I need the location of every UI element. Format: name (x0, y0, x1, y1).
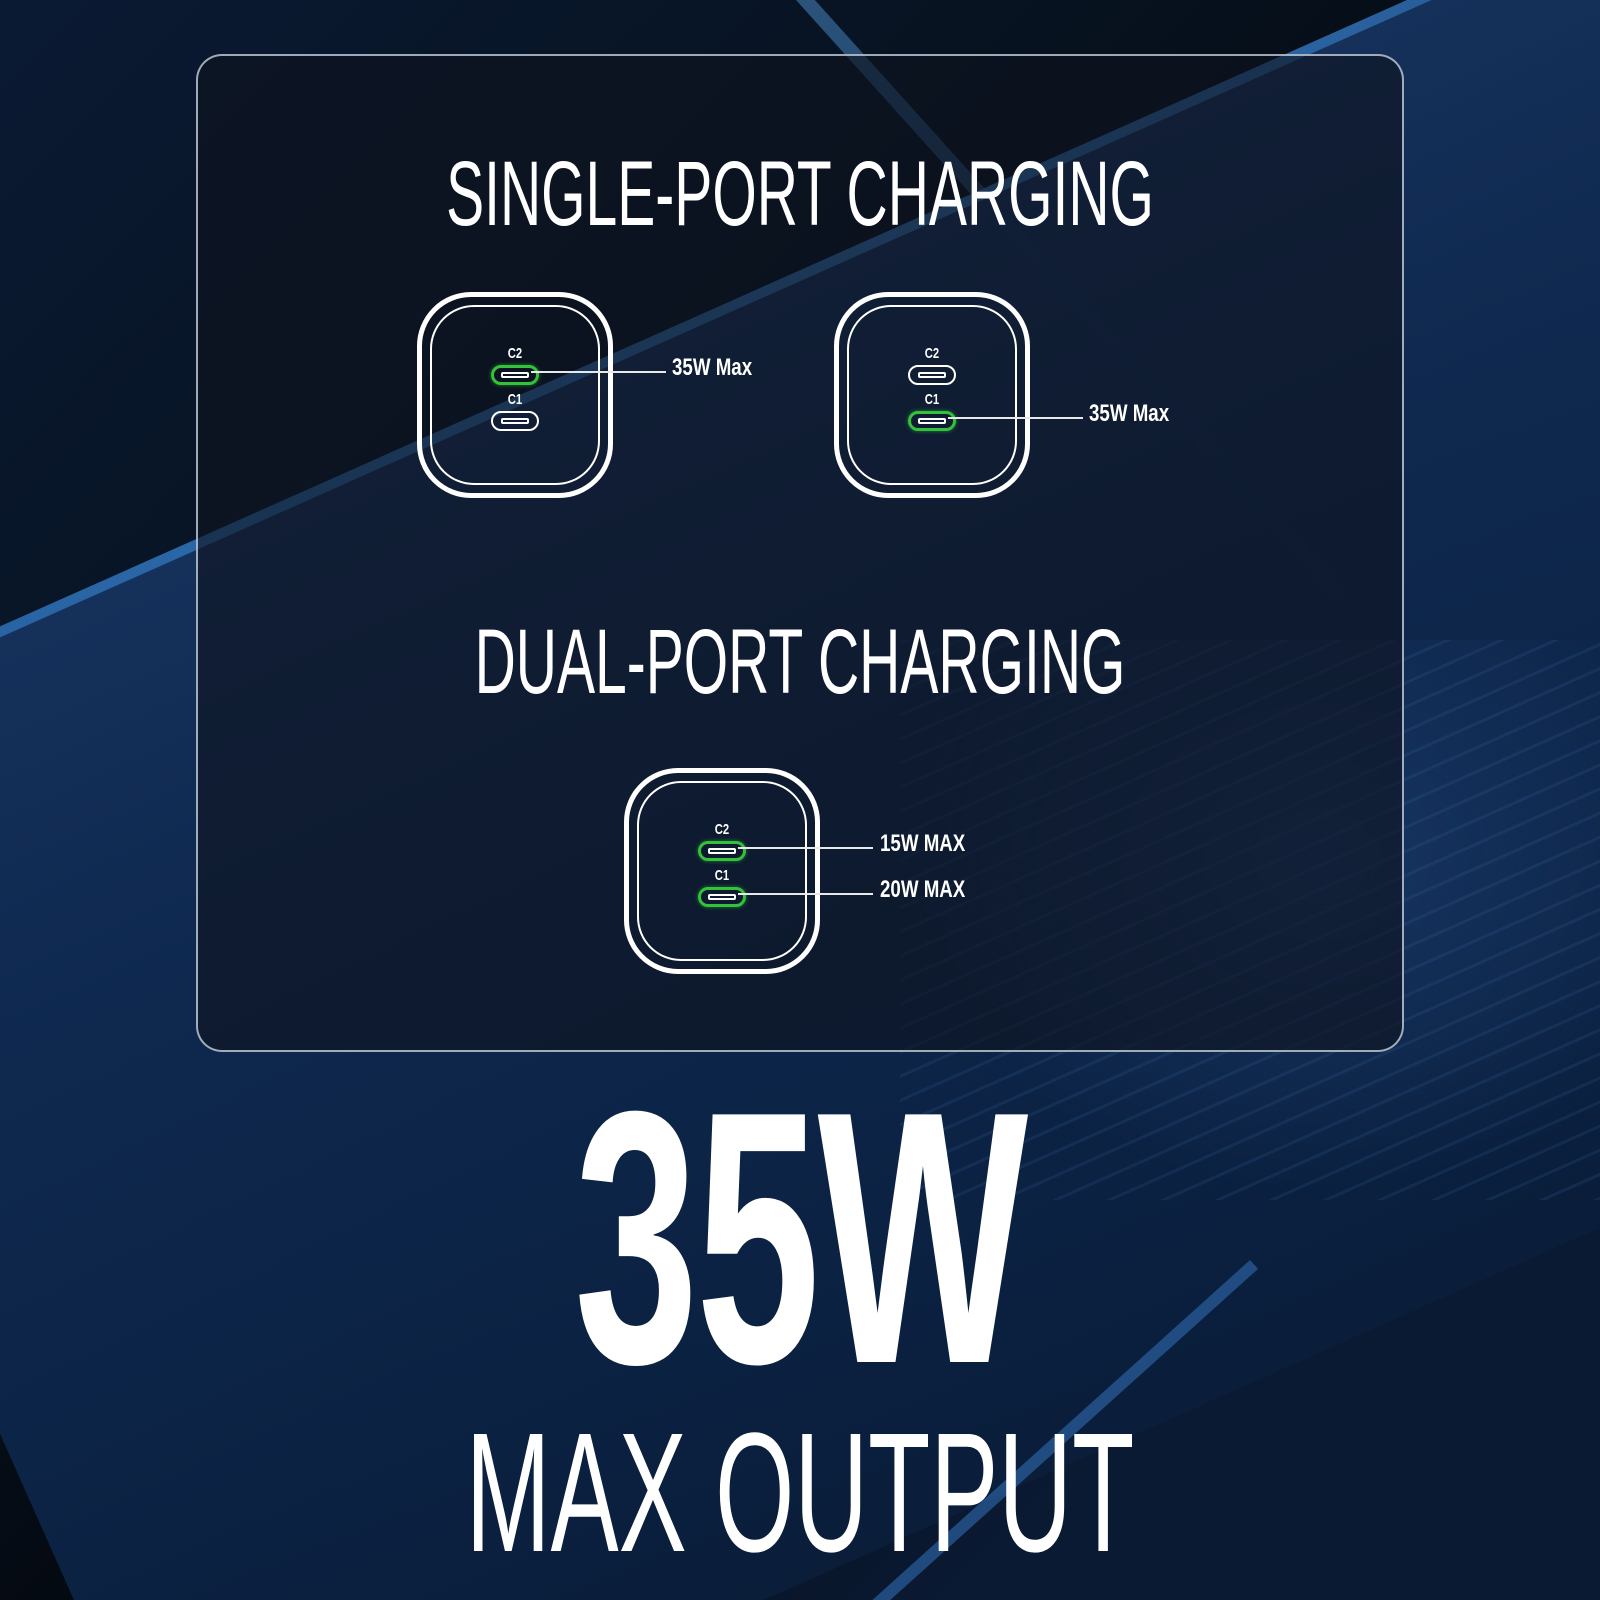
port-label-c1: C1 (924, 391, 940, 408)
leader-line (738, 847, 873, 849)
single-port-heading: SINGLE-PORT CHARGING (446, 143, 1154, 245)
leader-line (531, 371, 666, 373)
usb-c-port-c2-icon (908, 365, 956, 385)
dual-port-heading: DUAL-PORT CHARGING (474, 611, 1126, 713)
port-label-c2: C2 (507, 345, 523, 362)
leader-line (948, 417, 1083, 419)
charger-inner-outline (637, 781, 807, 961)
usb-c-port-c1-icon (491, 411, 539, 431)
usb-c-port-c1-active-icon (908, 411, 956, 431)
headline-subtitle: MAX OUTPUT (465, 1398, 1135, 1588)
output-label-dual-c1: 20W MAX (880, 876, 966, 903)
output-label-dual-c2: 15W MAX (880, 830, 966, 857)
usb-c-port-c1-active-icon (698, 887, 746, 907)
output-label-single-c1: 35W Max (1089, 400, 1170, 427)
port-label-c1: C1 (714, 867, 730, 884)
charger-icon-single-c2: C2 C1 (417, 292, 613, 498)
usb-c-port-c2-active-icon (698, 841, 746, 861)
charger-icon-dual: C2 C1 (624, 768, 820, 974)
output-label-single-c2: 35W Max (672, 354, 753, 381)
port-label-c1: C1 (507, 391, 523, 408)
charger-inner-outline (430, 305, 600, 485)
charging-modes-panel: SINGLE-PORT CHARGING C2 C1 35W Max C2 C1… (196, 54, 1404, 1052)
port-label-c2: C2 (924, 345, 940, 362)
headline-wattage: 35W (574, 1037, 1028, 1439)
port-label-c2: C2 (714, 821, 730, 838)
usb-c-port-c2-active-icon (491, 365, 539, 385)
charger-inner-outline (847, 305, 1017, 485)
charger-icon-single-c1: C2 C1 (834, 292, 1030, 498)
leader-line (738, 893, 873, 895)
